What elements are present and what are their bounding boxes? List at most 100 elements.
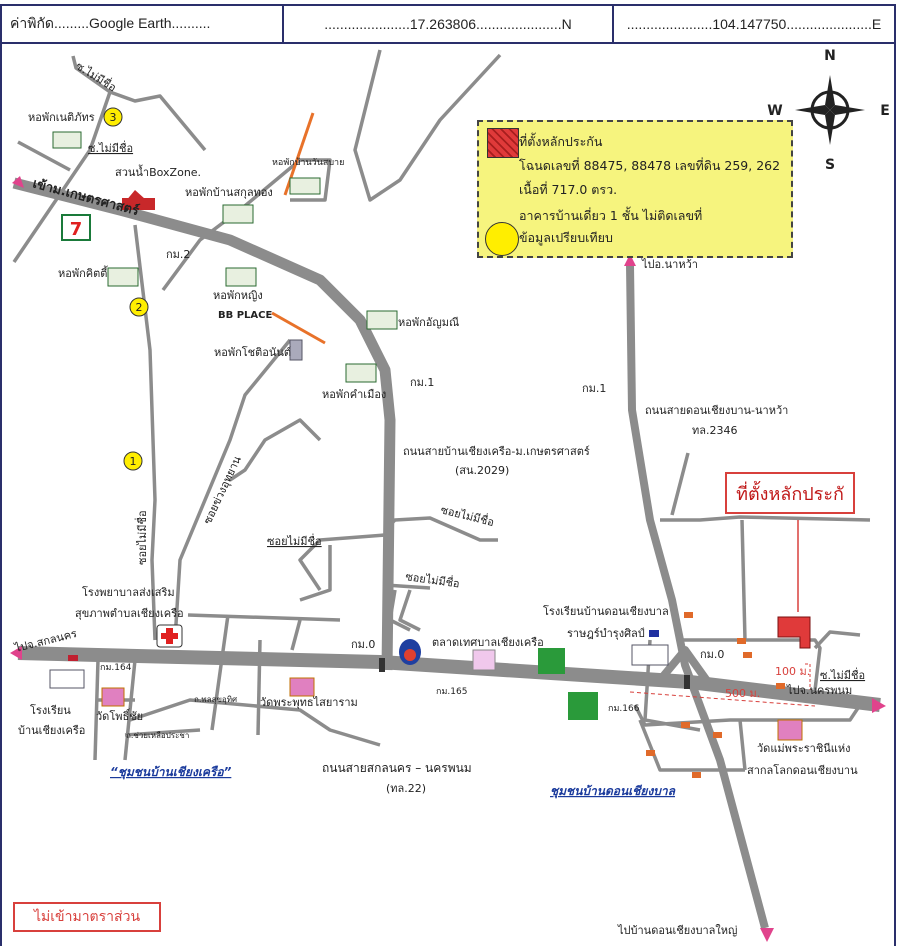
road-label: ถนนสายบ้านเชียงเครือ-ม.เกษตรศาสตร์ — [403, 445, 590, 458]
temple-icon — [101, 677, 803, 741]
road-label: ทล.2346 — [692, 424, 737, 437]
dorm-access-roads — [271, 112, 326, 345]
compass-rose: N S W E — [767, 48, 890, 173]
km-marker-label: กม.1 — [410, 376, 434, 389]
compass-east: E — [880, 103, 890, 119]
road-sn2029 — [12, 177, 396, 671]
dorm-icon — [52, 131, 398, 383]
longitude-suffix: E — [871, 16, 882, 32]
distance-label: 500 ม. — [725, 687, 760, 700]
arrow-nakhonphanom — [872, 698, 886, 713]
map-icons: 7 — [49, 131, 803, 778]
dots: ...................... — [786, 16, 872, 32]
place-label: โรงเรียนบ้านดอนเชียงบาล — [543, 604, 669, 618]
legend-building: อาคารบ้านเดี่ยว 1 ชั้น ไม่ติดเลขที่ — [519, 208, 703, 223]
place-label: สวนน้ำBoxZone. — [115, 164, 201, 179]
place-label: วัดโพธิ์ชัย — [96, 708, 143, 723]
place-label: สุขภาพตำบลเชียงเครือ — [75, 607, 184, 620]
map-labels: ซ.ไม่มีชื่อ หอพักเนติภัทร ซ.ไม่มีชื่อ สว… — [13, 58, 865, 937]
place-label: ราษฎร์บำรุงศิลป์ — [567, 627, 645, 640]
marker-2[interactable] — [129, 297, 149, 317]
place-label: หอพักอัญมณี — [398, 316, 459, 329]
latitude-suffix: N — [561, 16, 572, 32]
market-icon — [472, 649, 496, 671]
km-marker-label: กม.0 — [351, 638, 375, 651]
road-tl2346 — [626, 264, 769, 930]
place-label: ตลาดเทศบาลเชียงเครือ — [432, 636, 544, 649]
legend-area: เนื้อที่ 717.0 ตรว. — [519, 182, 618, 197]
road-label: (สน.2029) — [455, 464, 509, 477]
road-label: ถ.พลสุขอุทิศ — [194, 695, 237, 704]
ptt-station-icon — [538, 648, 598, 720]
compass-south: S — [825, 157, 835, 173]
road-label: ซ.ไม่มีชื่อ — [88, 140, 133, 155]
km-marker-label: กม.165 — [436, 687, 467, 697]
dots: ...................... — [476, 16, 562, 32]
arrow-donchiangban — [760, 928, 774, 942]
road-label: ซ.ไม่มีชื่อ — [820, 667, 865, 682]
km-marker-label: กม.0 — [700, 648, 724, 661]
major-roads — [12, 177, 881, 930]
place-label: สากลโลกดอนเชียงบาน — [747, 763, 858, 777]
marker-2-label: 2 — [136, 301, 143, 314]
legend-box: ที่ตั้งหลักประกัน โฉนดเลขที่ 88475, 8847… — [477, 120, 793, 258]
traffic-light-icon — [379, 658, 690, 689]
dorm-tall-icon — [289, 339, 303, 361]
marker-3[interactable] — [103, 107, 123, 127]
not-to-scale-note: ไม่เข้ามาตราส่วน — [13, 902, 161, 932]
arrow-nawa — [624, 254, 636, 266]
km-marker-label: กม.166 — [608, 704, 640, 714]
school-icon — [49, 644, 669, 689]
marker-3-label: 3 — [110, 111, 117, 124]
map-frame — [0, 44, 896, 946]
dots: ...................... — [626, 16, 713, 32]
coordinate-source: ค่าพิกัด.........Google Earth.......... — [2, 6, 284, 42]
distance-label: 100 ม. — [775, 665, 810, 678]
compass-west: W — [767, 103, 782, 119]
road-label: ถ.ช่วยเหลือประชา — [126, 731, 189, 740]
place-label: หอพักบ้านสกุลทอง — [185, 186, 273, 199]
place-label: โรงเรียน — [30, 703, 71, 717]
road-label: ซอยไม่มีชื่อ — [134, 510, 149, 565]
latitude-cell: ...................... 17.263806 .......… — [284, 6, 614, 42]
road-label: ถนนสายดอนเชียงบาน-นาหว้า — [645, 404, 788, 417]
collateral-location-callout: ที่ตั้งหลักประกั — [725, 472, 855, 514]
longitude-cell: ...................... 104.147750 ......… — [614, 6, 894, 42]
marker-1-label: 1 — [130, 455, 137, 468]
direction-label: ไปบ้านดอนเชียงบาลใหญ่ — [617, 924, 737, 937]
place-label: หอพักบ้านวันสบาย — [272, 157, 344, 168]
legend-collateral-title: ที่ตั้งหลักประกัน — [519, 134, 603, 149]
community-label: ชุมชนบ้านดอนเชียงบาล — [550, 784, 676, 799]
dots: ...................... — [324, 16, 410, 32]
comparison-markers: 1 2 3 — [103, 107, 149, 471]
comparison-legend-swatch — [485, 222, 519, 256]
place-label: หอพักโชติอนันต์ — [214, 345, 291, 359]
arrow-sakon — [10, 646, 22, 660]
marker-1[interactable] — [123, 451, 143, 471]
hospital-icon — [156, 624, 183, 648]
direction-arrows — [10, 176, 886, 942]
km-marker-label: กม.1 — [582, 382, 606, 395]
house-icon — [646, 612, 785, 778]
place-label: หอพักคำเมือง — [322, 388, 386, 401]
place-label: หอพักหญิง — [213, 289, 263, 302]
collateral-legend-swatch — [487, 128, 519, 158]
km-marker-label: กม.164 — [100, 663, 132, 673]
waterpark-barn-icon — [120, 190, 155, 210]
road-label: ซอยไม่มีชื่อ — [267, 533, 322, 548]
flag-icon — [68, 630, 659, 661]
place-label: BB PLACE — [218, 310, 273, 321]
bank-icon — [399, 639, 421, 665]
direction-label: ไปอ.นาหว้า — [641, 258, 698, 271]
road-tl22 — [17, 646, 881, 712]
seven-eleven-icon: 7 — [61, 214, 91, 241]
compass-north: N — [824, 48, 836, 64]
distance-100m — [805, 663, 811, 690]
road-label: ซ.ไม่มีชื่อ — [73, 58, 119, 95]
place-label: วัดพระพุทธไสยาราม — [260, 696, 358, 709]
legend-deed: โฉนดเลขที่ 88475, 88478 เลขที่ดิน 259, 2… — [519, 158, 781, 173]
place-label: วัดแม่พระราชินีแห่ง — [757, 742, 851, 755]
km-marker-label: กม.2 — [166, 248, 190, 261]
collateral-parcel — [777, 616, 811, 649]
